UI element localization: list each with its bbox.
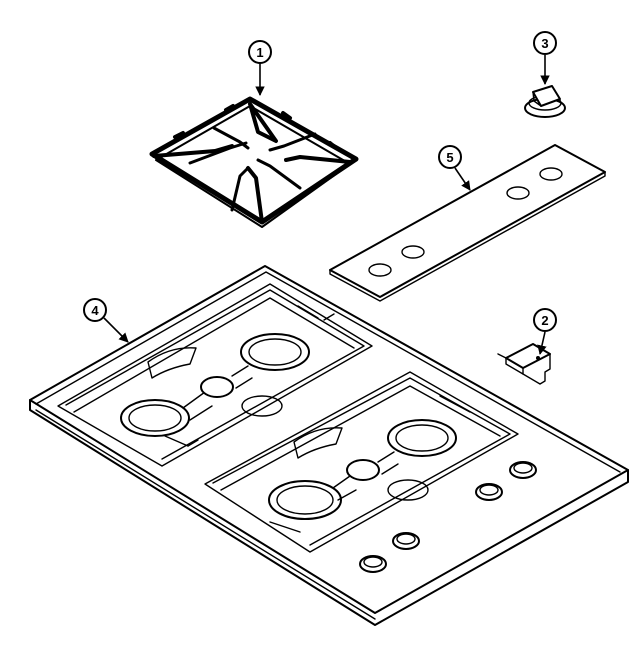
control-panel-strip [329,144,606,302]
callout-2: 2 [533,308,557,355]
callout-1: 1 [248,40,272,96]
callout-2-label: 2 [541,313,548,328]
callout-4-label: 4 [91,303,99,318]
cooktop-main-top [29,265,629,626]
burner-grate [149,96,359,228]
callout-4: 4 [83,298,129,343]
callout-5: 5 [438,145,471,191]
callout-5-label: 5 [446,150,453,165]
callout-3: 3 [533,31,557,85]
callout-1-label: 1 [256,45,263,60]
mounting-bracket [497,343,551,385]
control-knob [524,85,566,118]
callout-3-label: 3 [541,36,548,51]
